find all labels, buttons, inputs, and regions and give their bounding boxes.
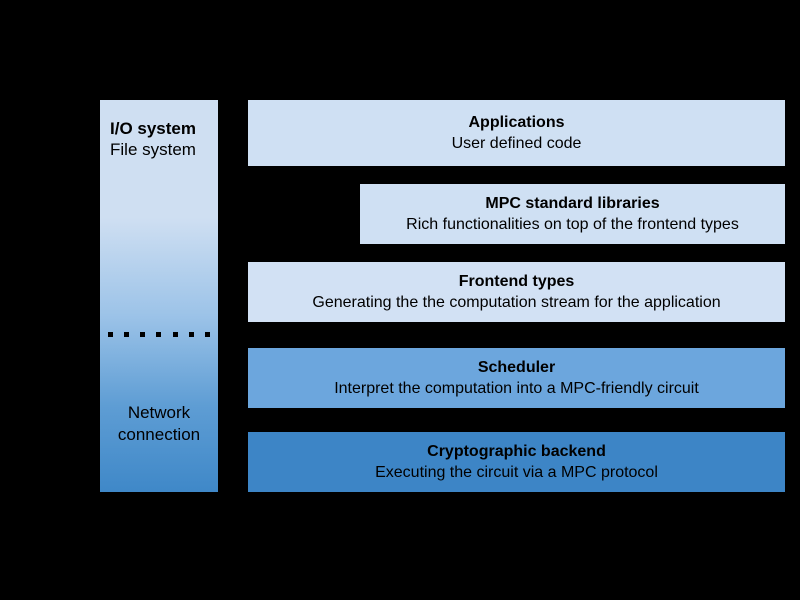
layer-frontend-types: Frontend types Generating the the comput… — [248, 262, 785, 322]
layer-scheduler: Scheduler Interpret the computation into… — [248, 348, 785, 408]
divider-dot — [108, 332, 113, 337]
layer-applications-subtitle: User defined code — [451, 135, 582, 152]
file-system-subtitle: File system — [110, 140, 196, 159]
layer-scheduler-title: Scheduler — [477, 359, 556, 376]
network-connection-label: Network connection — [104, 402, 214, 446]
io-system-title: I/O system — [110, 119, 196, 138]
divider-dot — [204, 332, 210, 337]
layer-frontend-types-subtitle: Generating the the computation stream fo… — [312, 294, 721, 311]
divider-dot — [124, 332, 130, 337]
divider-dot — [172, 332, 178, 337]
divider-dot — [188, 332, 194, 337]
io-network-column: I/O system File system Network connectio… — [100, 100, 218, 492]
layer-frontend-types-title: Frontend types — [458, 273, 575, 290]
layer-cryptographic-backend-subtitle: Executing the circuit via a MPC protocol — [375, 464, 658, 481]
network-label-line1: Network — [127, 403, 191, 422]
layer-cryptographic-backend-title: Cryptographic backend — [427, 443, 606, 460]
layer-applications-title: Applications — [468, 114, 565, 131]
layer-cryptographic-backend: Cryptographic backend Executing the circ… — [248, 432, 785, 492]
layer-mpc-standard-libraries-title: MPC standard libraries — [485, 195, 660, 212]
layer-mpc-standard-libraries-subtitle: Rich functionalities on top of the front… — [406, 216, 739, 233]
layer-applications: Applications User defined code — [248, 100, 785, 166]
divider-dot — [140, 332, 146, 337]
io-system-label: I/O system File system — [110, 118, 214, 160]
network-label-line2: connection — [117, 425, 201, 444]
layer-scheduler-subtitle: Interpret the computation into a MPC-fri… — [334, 380, 699, 397]
divider-dot — [156, 332, 162, 337]
layer-mpc-standard-libraries: MPC standard libraries Rich functionalit… — [360, 184, 785, 244]
dotted-divider — [108, 332, 210, 337]
